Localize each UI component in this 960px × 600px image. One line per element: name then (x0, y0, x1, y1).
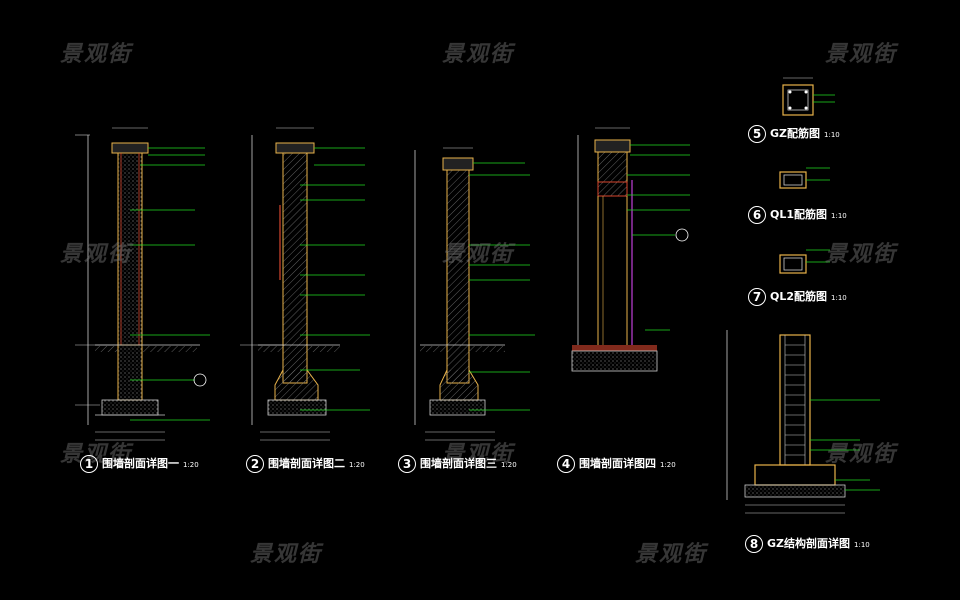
detail-scale: 1:20 (501, 461, 517, 469)
detail-scale: 1:10 (831, 212, 847, 220)
detail-title: QL2配筋图 (770, 290, 828, 303)
detail-scale: 1:20 (349, 461, 365, 469)
rebar-detail-6 (779, 167, 830, 189)
column-section-8 (726, 330, 880, 514)
detail-scale: 1:10 (824, 131, 840, 139)
wall-section-3 (414, 147, 535, 441)
detail-caption-4: 4 围墙剖面详图四 1:20 (557, 455, 676, 473)
detail-title: GZ结构剖面详图 (767, 537, 851, 550)
detail-number: 2 (246, 455, 264, 473)
detail-title: 围墙剖面详图三 (420, 457, 497, 470)
detail-scale: 1:10 (854, 541, 870, 549)
detail-title: QL1配筋图 (770, 208, 828, 221)
detail-scale: 1:20 (183, 461, 199, 469)
rebar-detail-7 (779, 249, 830, 274)
detail-scale: 1:20 (660, 461, 676, 469)
detail-number: 5 (748, 125, 766, 143)
detail-caption-2: 2 围墙剖面详图二 1:20 (246, 455, 365, 473)
wall-section-1 (75, 127, 210, 441)
wall-section-4 (571, 127, 690, 372)
detail-title: 围墙剖面详图一 (102, 457, 179, 470)
detail-scale: 1:10 (831, 294, 847, 302)
detail-number: 1 (80, 455, 98, 473)
rebar-detail-5 (782, 77, 835, 116)
detail-title: 围墙剖面详图四 (579, 457, 656, 470)
detail-number: 3 (398, 455, 416, 473)
detail-caption-3: 3 围墙剖面详图三 1:20 (398, 455, 517, 473)
detail-number: 6 (748, 206, 766, 224)
detail-number: 4 (557, 455, 575, 473)
detail-title: 围墙剖面详图二 (268, 457, 345, 470)
wall-section-2 (240, 127, 370, 441)
detail-number: 8 (745, 535, 763, 553)
detail-title: GZ配筋图 (770, 127, 821, 140)
detail-caption-1: 1 围墙剖面详图一 1:20 (80, 455, 199, 473)
detail-number: 7 (748, 288, 766, 306)
